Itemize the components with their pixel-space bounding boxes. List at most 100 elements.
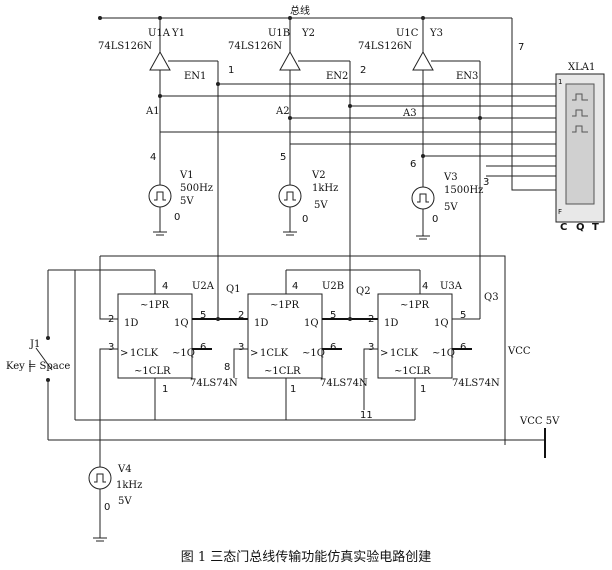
u2b-out-label: Q2 <box>356 286 371 297</box>
v3-freq: 1500Hz <box>444 185 483 196</box>
logic-analyzer: XLA1 1 F C Q T <box>555 62 605 233</box>
node-11: 11 <box>360 410 373 421</box>
u3a-clk-arrow: > <box>380 348 388 359</box>
gate3-buffer-symbol <box>412 50 434 71</box>
gate3-ref: U1C <box>396 28 419 39</box>
flipflop-u2b: ~1PR 1D 1Q > 1CLK ~1Q ~1CLR U2B 4 2 5 3 … <box>238 281 371 395</box>
v1-freq: 500Hz <box>180 183 213 194</box>
analyzer-trace-1 <box>572 93 588 101</box>
gate3-enable-node: 3 <box>483 177 489 188</box>
u2a-d: 1D <box>124 318 138 329</box>
v4-gnd-node: 0 <box>104 502 110 513</box>
gate2-enable-label: EN2 <box>326 71 348 82</box>
figure-caption: 图 1 三态门总线传输功能仿真实验电路创建 <box>180 550 432 565</box>
source-v4: V4 1kHz 5V 0 <box>88 464 142 542</box>
u2a-part: 74LS74N <box>190 378 238 389</box>
v2-amp: 5V <box>314 200 328 211</box>
junction-a <box>158 94 162 98</box>
gate2-input-label: A2 <box>275 106 290 117</box>
u2a-body <box>117 293 193 379</box>
gate2-buffer-symbol <box>279 50 301 71</box>
v1-circle <box>148 184 172 208</box>
u2a-ref: U2A <box>192 281 215 292</box>
u3a-d: 1D <box>384 318 398 329</box>
u2b-d: 1D <box>254 318 268 329</box>
gate1-buffer-symbol <box>149 50 171 71</box>
u2b-pr: ~1PR <box>270 300 299 311</box>
junction-f <box>421 154 425 158</box>
v4-freq: 1kHz <box>116 480 142 491</box>
gate1-input-node: 4 <box>150 152 156 163</box>
junction-d <box>348 104 352 108</box>
source-v2: V2 1kHz 5V 0 <box>278 170 338 236</box>
v4-amp: 5V <box>118 496 132 507</box>
v3-ref: V3 <box>443 172 458 183</box>
v2-square-wave-icon <box>284 191 296 201</box>
v2-gnd-node: 0 <box>302 214 308 225</box>
gate2-ref: U1B <box>268 28 290 39</box>
u2a-clk-wire <box>99 348 118 478</box>
v1-gnd-node: 0 <box>174 212 180 223</box>
j1-label: Key = Space <box>6 361 70 372</box>
u2b-pin2: 2 <box>238 310 244 321</box>
u2b-q: 1Q <box>304 318 319 329</box>
u2a-qn: ~1Q <box>172 348 195 359</box>
key-switch-j1: J1 Key = Space <box>6 269 75 440</box>
u2b-clk: 1CLK <box>260 348 289 359</box>
j1-ref: J1 <box>29 339 40 350</box>
gate1-enable-node: 1 <box>228 65 234 76</box>
vcc-label: VCC <box>507 346 531 357</box>
gate1-ref: U1A <box>148 28 171 39</box>
gate2-input-node: 5 <box>280 152 286 163</box>
gate3-output-label: Y3 <box>429 28 443 39</box>
bus-to-analyzer-wire <box>511 18 556 191</box>
u2a-pin1: 1 <box>162 384 168 395</box>
bus-label: 总线 <box>290 4 310 17</box>
u2b-pin3: 3 <box>238 342 244 353</box>
u2a-d-wire <box>99 256 118 320</box>
node-7: 7 <box>518 42 524 53</box>
gate3-input-label: A3 <box>402 108 417 119</box>
v4-square-wave-icon <box>94 473 106 483</box>
analyzer-pin-f: F <box>558 208 562 216</box>
junction-e <box>478 116 482 120</box>
gate2-enable-node: 2 <box>360 65 366 76</box>
gate1-part: 74LS126N <box>98 41 152 52</box>
u2a-pin5: 5 <box>200 310 206 321</box>
analyzer-screen <box>565 83 595 205</box>
u2a-pr: ~1PR <box>140 300 169 311</box>
junction-b <box>216 82 220 86</box>
v3-circle <box>411 186 435 210</box>
u2b-ref: U2B <box>322 281 344 292</box>
u3a-clk: 1CLK <box>390 348 419 359</box>
tristate-gate-1: U1A 74LS126N Y1 EN1 A1 1 4 <box>98 18 234 196</box>
analyzer-pin-1: 1 <box>558 78 562 86</box>
gate2-output-label: Y2 <box>301 28 315 39</box>
vcc-preset-rail <box>100 255 506 445</box>
analyzer-trace-2 <box>572 109 588 117</box>
u2b-qn: ~1Q <box>302 348 325 359</box>
u2b-pin4: 4 <box>292 281 298 292</box>
u2a-q: 1Q <box>174 318 189 329</box>
bus-left-end <box>98 16 102 20</box>
u3a-pin6: 6 <box>460 342 466 353</box>
v1-ref: V1 <box>179 170 194 181</box>
gate3-part: 74LS126N <box>358 41 412 52</box>
analyzer-pin-c: C <box>560 222 567 233</box>
u2b-clk-arrow: > <box>250 348 258 359</box>
u2a-clk-arrow: > <box>120 348 128 359</box>
q1-junction <box>216 317 220 321</box>
v3-gnd-node: 0 <box>432 214 438 225</box>
v3-square-wave-icon <box>417 193 429 203</box>
junction-c <box>288 116 292 120</box>
analyzer-pin-q: Q <box>576 222 585 233</box>
u2b-clr: ~1CLR <box>264 366 301 377</box>
u3a-pr: ~1PR <box>400 300 429 311</box>
u3a-out-label: Q3 <box>484 292 499 303</box>
gate1-input-label: A1 <box>145 106 160 117</box>
u2a-pin6: 6 <box>200 342 206 353</box>
circuit-schematic: 总线 7 U1A 74LS126N Y1 EN1 A1 1 4 U1B 74LS… <box>6 4 605 542</box>
v1-square-wave-icon <box>154 191 166 201</box>
v1-amp: 5V <box>180 196 194 207</box>
analyzer-input-wires <box>160 83 556 177</box>
